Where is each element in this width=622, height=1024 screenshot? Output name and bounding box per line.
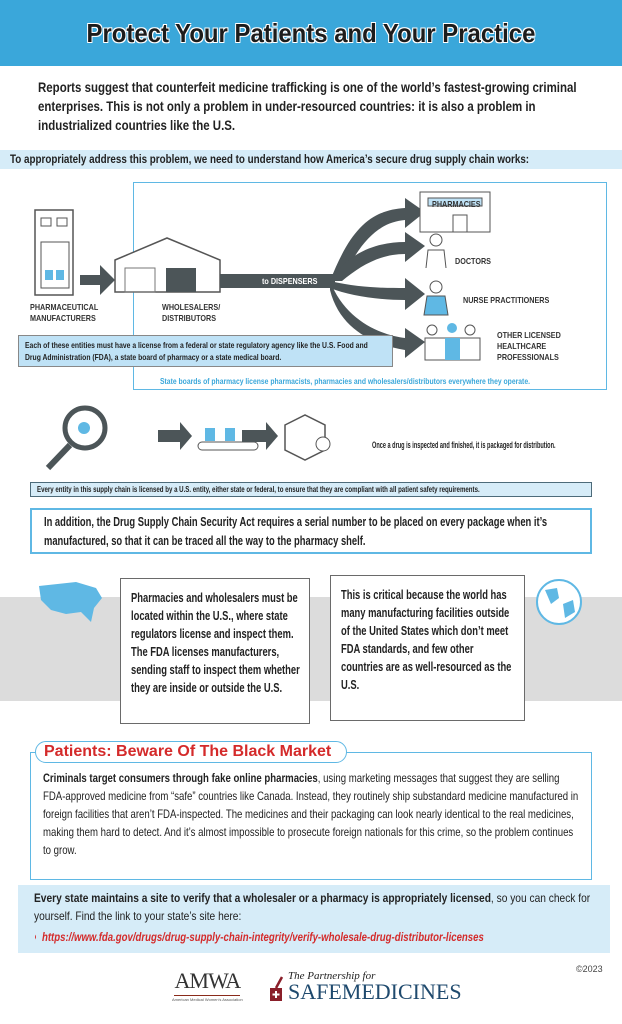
package-icon bbox=[284, 414, 331, 461]
header-banner: Protect Your Patients and Your Practice bbox=[0, 0, 622, 66]
us-map-icon bbox=[39, 582, 102, 622]
black-market-box: Criminals target consumers through fake … bbox=[30, 752, 592, 880]
license-note-text: Each of these entities must have a licen… bbox=[25, 340, 368, 362]
psm-main: SAFEMEDICINES bbox=[288, 979, 462, 1004]
nurses-label: NURSE PRACTITIONERS bbox=[463, 295, 550, 305]
dispensers-arrow-label: to DISPENSERS bbox=[262, 276, 318, 286]
arrow-icon bbox=[242, 422, 278, 450]
arrow-to-wholesalers bbox=[80, 265, 115, 295]
dscsa-text: In addition, the Drug Supply Chain Secur… bbox=[44, 515, 548, 548]
healthcare-professionals-icon bbox=[424, 323, 481, 361]
supply-chain-diagram bbox=[34, 191, 491, 361]
psm-top: The Partnership for bbox=[288, 970, 376, 982]
card-left: Pharmacies and wholesalers must be locat… bbox=[120, 578, 310, 724]
card-right: This is critical because the world has m… bbox=[330, 575, 525, 721]
section-bar: To appropriately address this problem, w… bbox=[0, 150, 622, 169]
license-note: Each of these entities must have a licen… bbox=[18, 335, 393, 367]
globe-icon bbox=[536, 579, 582, 625]
card-right-text: This is critical because the world has m… bbox=[341, 588, 512, 692]
black-market-body: , using marketing messages that suggest … bbox=[43, 771, 579, 857]
dispensers-arrow bbox=[220, 274, 335, 288]
manufacturers-label: PHARMACEUTICAL MANUFACTURERS bbox=[30, 302, 99, 323]
conveyor-icon bbox=[197, 428, 259, 451]
others-label: OTHER LICENSED HEALTHCARE PROFESSIONALS bbox=[497, 330, 561, 362]
warehouse-icon bbox=[114, 237, 221, 293]
pharmacy-icon bbox=[419, 191, 491, 233]
black-market-lead: Criminals target consumers through fake … bbox=[43, 771, 318, 785]
state-boards-note: State boards of pharmacy license pharmac… bbox=[160, 376, 530, 386]
copyright: ©2023 bbox=[576, 964, 603, 974]
magnifier-icon bbox=[45, 405, 108, 471]
verify-body: , so you can check for yourself. Find th… bbox=[34, 891, 591, 923]
amwa-logo: AMWA American Medical Women's Associatio… bbox=[172, 968, 243, 1002]
entity-bar: Every entity in this supply chain is lic… bbox=[30, 482, 592, 497]
page-title: Protect Your Patients and Your Practice bbox=[86, 17, 536, 48]
amwa-subtitle: American Medical Women's Association bbox=[172, 997, 243, 1002]
nurse-icon bbox=[423, 280, 449, 316]
pharmacies-label: PHARMACIES bbox=[432, 199, 481, 209]
wholesalers-label: WHOLESALERS/ DISTRIBUTORS bbox=[162, 302, 221, 323]
mortar-pestle-icon bbox=[270, 976, 284, 1001]
black-market-title: Patients: Beware Of The Black Market bbox=[35, 741, 347, 763]
doctors-label: DOCTORS bbox=[455, 256, 492, 266]
verify-box: Every state maintains a site to verify t… bbox=[18, 885, 610, 953]
amwa-logo-text: AMWA bbox=[174, 968, 242, 993]
card-left-text: Pharmacies and wholesalers must be locat… bbox=[131, 591, 300, 695]
arrow-icon bbox=[158, 422, 192, 450]
psm-logo: The Partnership for SAFEMEDICINES bbox=[268, 970, 462, 1004]
package-note: Once a drug is inspected and finished, i… bbox=[372, 440, 556, 450]
entity-bar-text: Every entity in this supply chain is lic… bbox=[37, 484, 480, 494]
branch-arrows bbox=[330, 198, 425, 358]
eye-icon bbox=[35, 935, 36, 939]
factory-icon bbox=[34, 209, 74, 296]
dscsa-box: In addition, the Drug Supply Chain Secur… bbox=[30, 508, 592, 554]
section-bar-text: To appropriately address this problem, w… bbox=[10, 152, 530, 166]
intro-box: Reports suggest that counterfeit medicin… bbox=[38, 78, 598, 140]
verify-lead: Every state maintains a site to verify t… bbox=[34, 891, 491, 905]
intro-text: Reports suggest that counterfeit medicin… bbox=[38, 79, 577, 133]
doctor-icon bbox=[425, 233, 447, 269]
inspection-process bbox=[45, 405, 331, 471]
verify-link[interactable]: https://www.fda.gov/drugs/drug-supply-ch… bbox=[41, 930, 484, 944]
